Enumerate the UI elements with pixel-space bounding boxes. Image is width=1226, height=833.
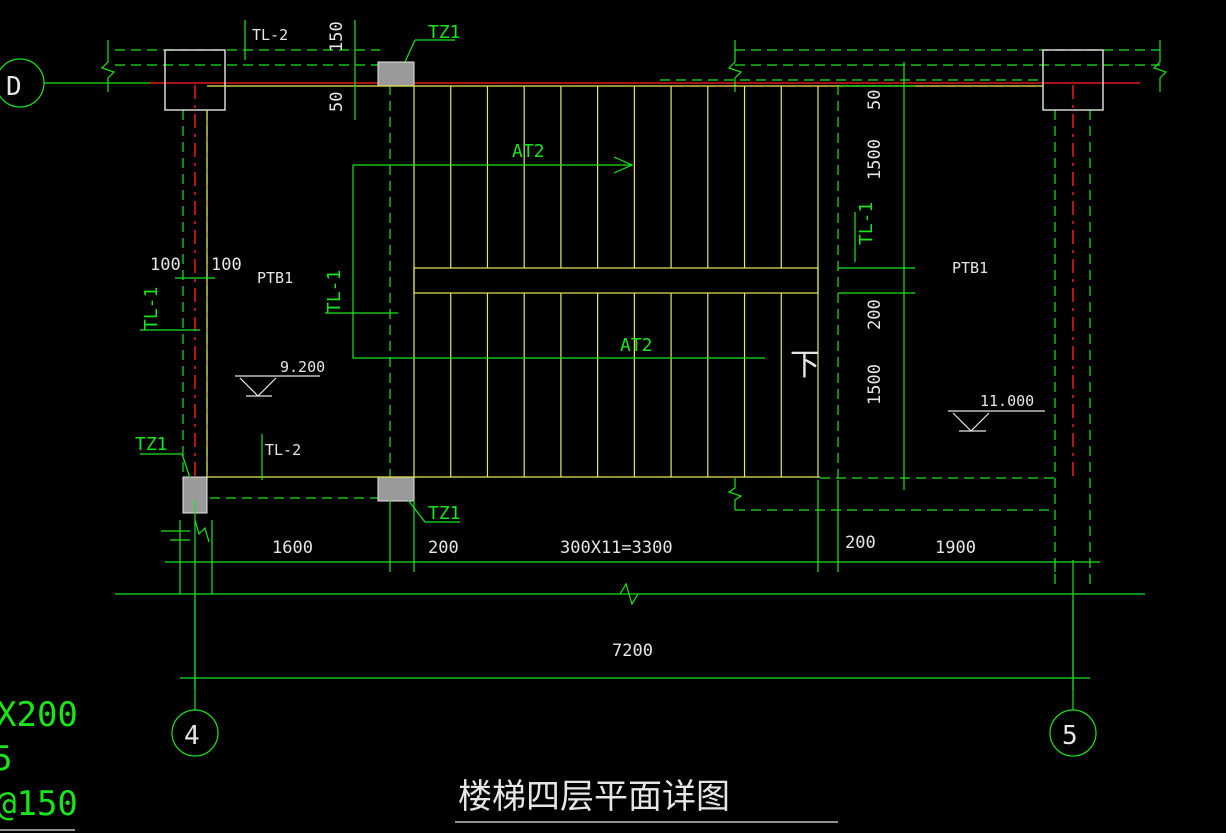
dim-r-1500a: 1500 <box>865 139 885 180</box>
label-tl2-bottom: TL-2 <box>265 441 301 459</box>
dim-l-100a: 100 <box>150 255 181 275</box>
title-text: 楼梯四层平面详图 <box>458 777 730 817</box>
axis-label-5: 5 <box>1062 721 1078 751</box>
label-at2-bottom: AT2 <box>620 335 653 356</box>
dim-200-right: 200 <box>845 533 876 553</box>
dim-bottom: 1600 200 300X11=3300 200 1900 7200 <box>115 480 1145 690</box>
column-top-right <box>1042 49 1104 111</box>
label-tz1-bottom: TZ1 <box>428 503 461 524</box>
elevation-marks <box>235 375 1045 432</box>
columns <box>164 49 1104 514</box>
label-tz1-top: TZ1 <box>428 22 461 43</box>
dim-1900: 1900 <box>935 538 976 558</box>
label-ptb1-left: PTB1 <box>257 269 293 287</box>
label-tl1-right: TL-1 <box>856 202 877 245</box>
axis-lines <box>150 82 1140 500</box>
column-tz1-bottom <box>377 476 415 502</box>
dim-r-1500b: 1500 <box>865 364 885 405</box>
dim-l-100b: 100 <box>211 255 242 275</box>
label-tl2-top: TL-2 <box>252 26 288 44</box>
dim-200-left: 200 <box>428 538 459 558</box>
stair-well <box>413 267 819 294</box>
dim-right: 50 1500 200 1500 <box>838 62 915 490</box>
stair-arrows <box>325 156 765 359</box>
leaders <box>140 20 856 523</box>
label-tz1-left: TZ1 <box>135 434 168 455</box>
dim-t-50: 50 <box>327 92 347 112</box>
dim-left: 100 100 <box>150 255 242 279</box>
side-fragments: X200 5 @150 <box>0 695 78 831</box>
fragment-at150: @150 <box>0 784 78 824</box>
axis-label-4: 4 <box>184 721 200 751</box>
label-tl1-left: TL-1 <box>141 287 162 330</box>
label-tl1-mid: TL-1 <box>324 270 345 313</box>
fragment-5: 5 <box>0 739 12 779</box>
dim-7200: 7200 <box>612 641 653 661</box>
axis-bubble-d: D <box>0 58 150 108</box>
dim-3300: 300X11=3300 <box>560 538 673 558</box>
label-at2-top: AT2 <box>512 141 545 162</box>
dim-r-50: 50 <box>865 90 885 110</box>
stair-treads <box>450 86 782 477</box>
label-elev-right: 11.000 <box>980 392 1034 410</box>
dim-1600: 1600 <box>272 538 313 558</box>
fragment-x200: X200 <box>0 695 78 735</box>
axis-label-d: D <box>6 72 22 102</box>
label-elev-left: 9.200 <box>280 358 325 376</box>
dim-top: 150 50 <box>327 20 356 120</box>
label-ptb1-right: PTB1 <box>952 259 988 277</box>
labels: TL-2 TZ1 AT2 AT2 PTB1 PTB1 TL-1 TL-1 TL-… <box>135 22 1034 524</box>
column-tz1-top <box>377 61 415 87</box>
dim-t-150: 150 <box>327 21 347 52</box>
label-down-arrow: 下 <box>790 348 820 383</box>
drawing-title: 楼梯四层平面详图 <box>455 777 838 823</box>
dim-r-200: 200 <box>865 299 885 330</box>
column-top-left <box>164 49 226 111</box>
